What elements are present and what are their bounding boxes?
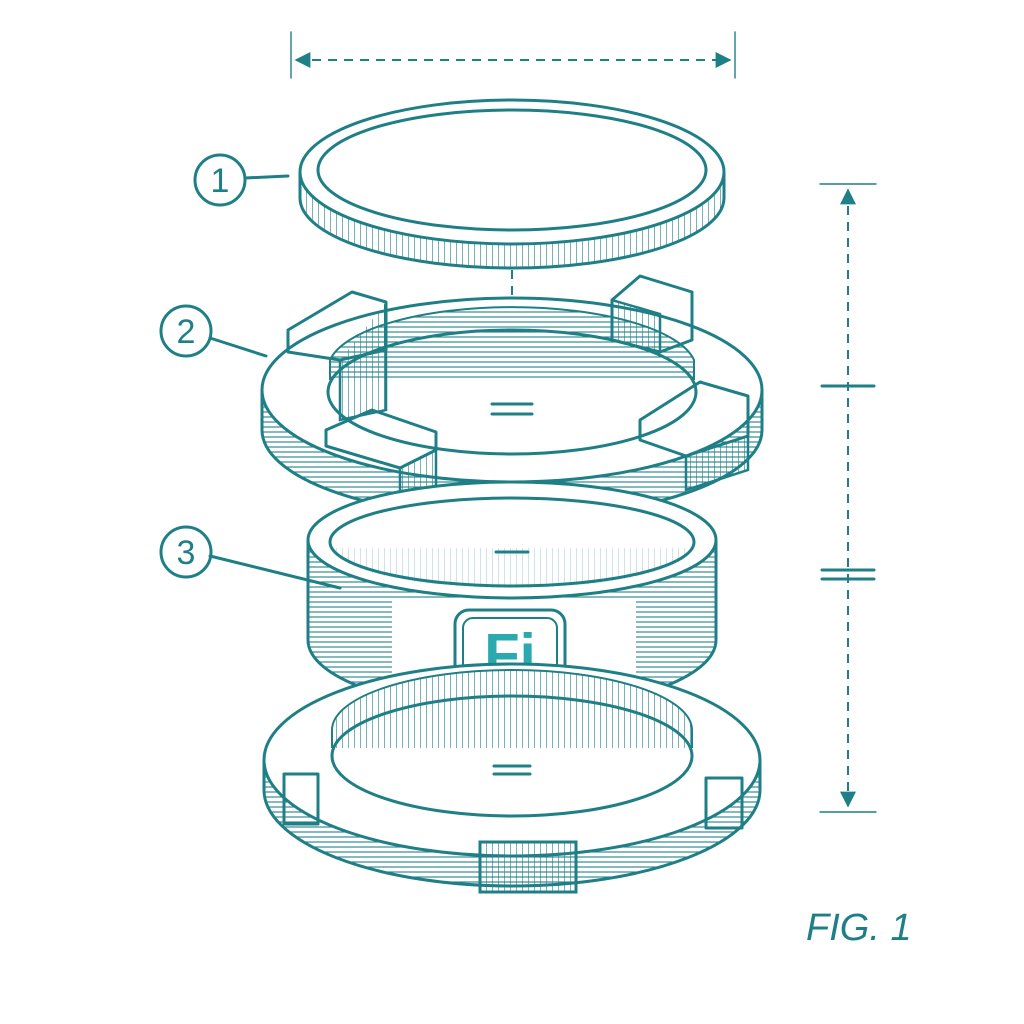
figure-label: FIG. 1 bbox=[806, 907, 912, 949]
callout-2: 2 bbox=[159, 304, 268, 358]
callout-2-number: 2 bbox=[177, 313, 196, 351]
callout-3-number: 3 bbox=[177, 534, 196, 572]
callout-1: 1 bbox=[193, 153, 290, 207]
callout-3: 3 bbox=[159, 525, 342, 590]
part-4-lock-nut bbox=[262, 662, 762, 894]
height-dimension-line bbox=[819, 183, 877, 813]
part-1-disc bbox=[298, 98, 726, 270]
width-dimension-line bbox=[290, 31, 736, 79]
callout-1-number: 1 bbox=[211, 162, 230, 200]
